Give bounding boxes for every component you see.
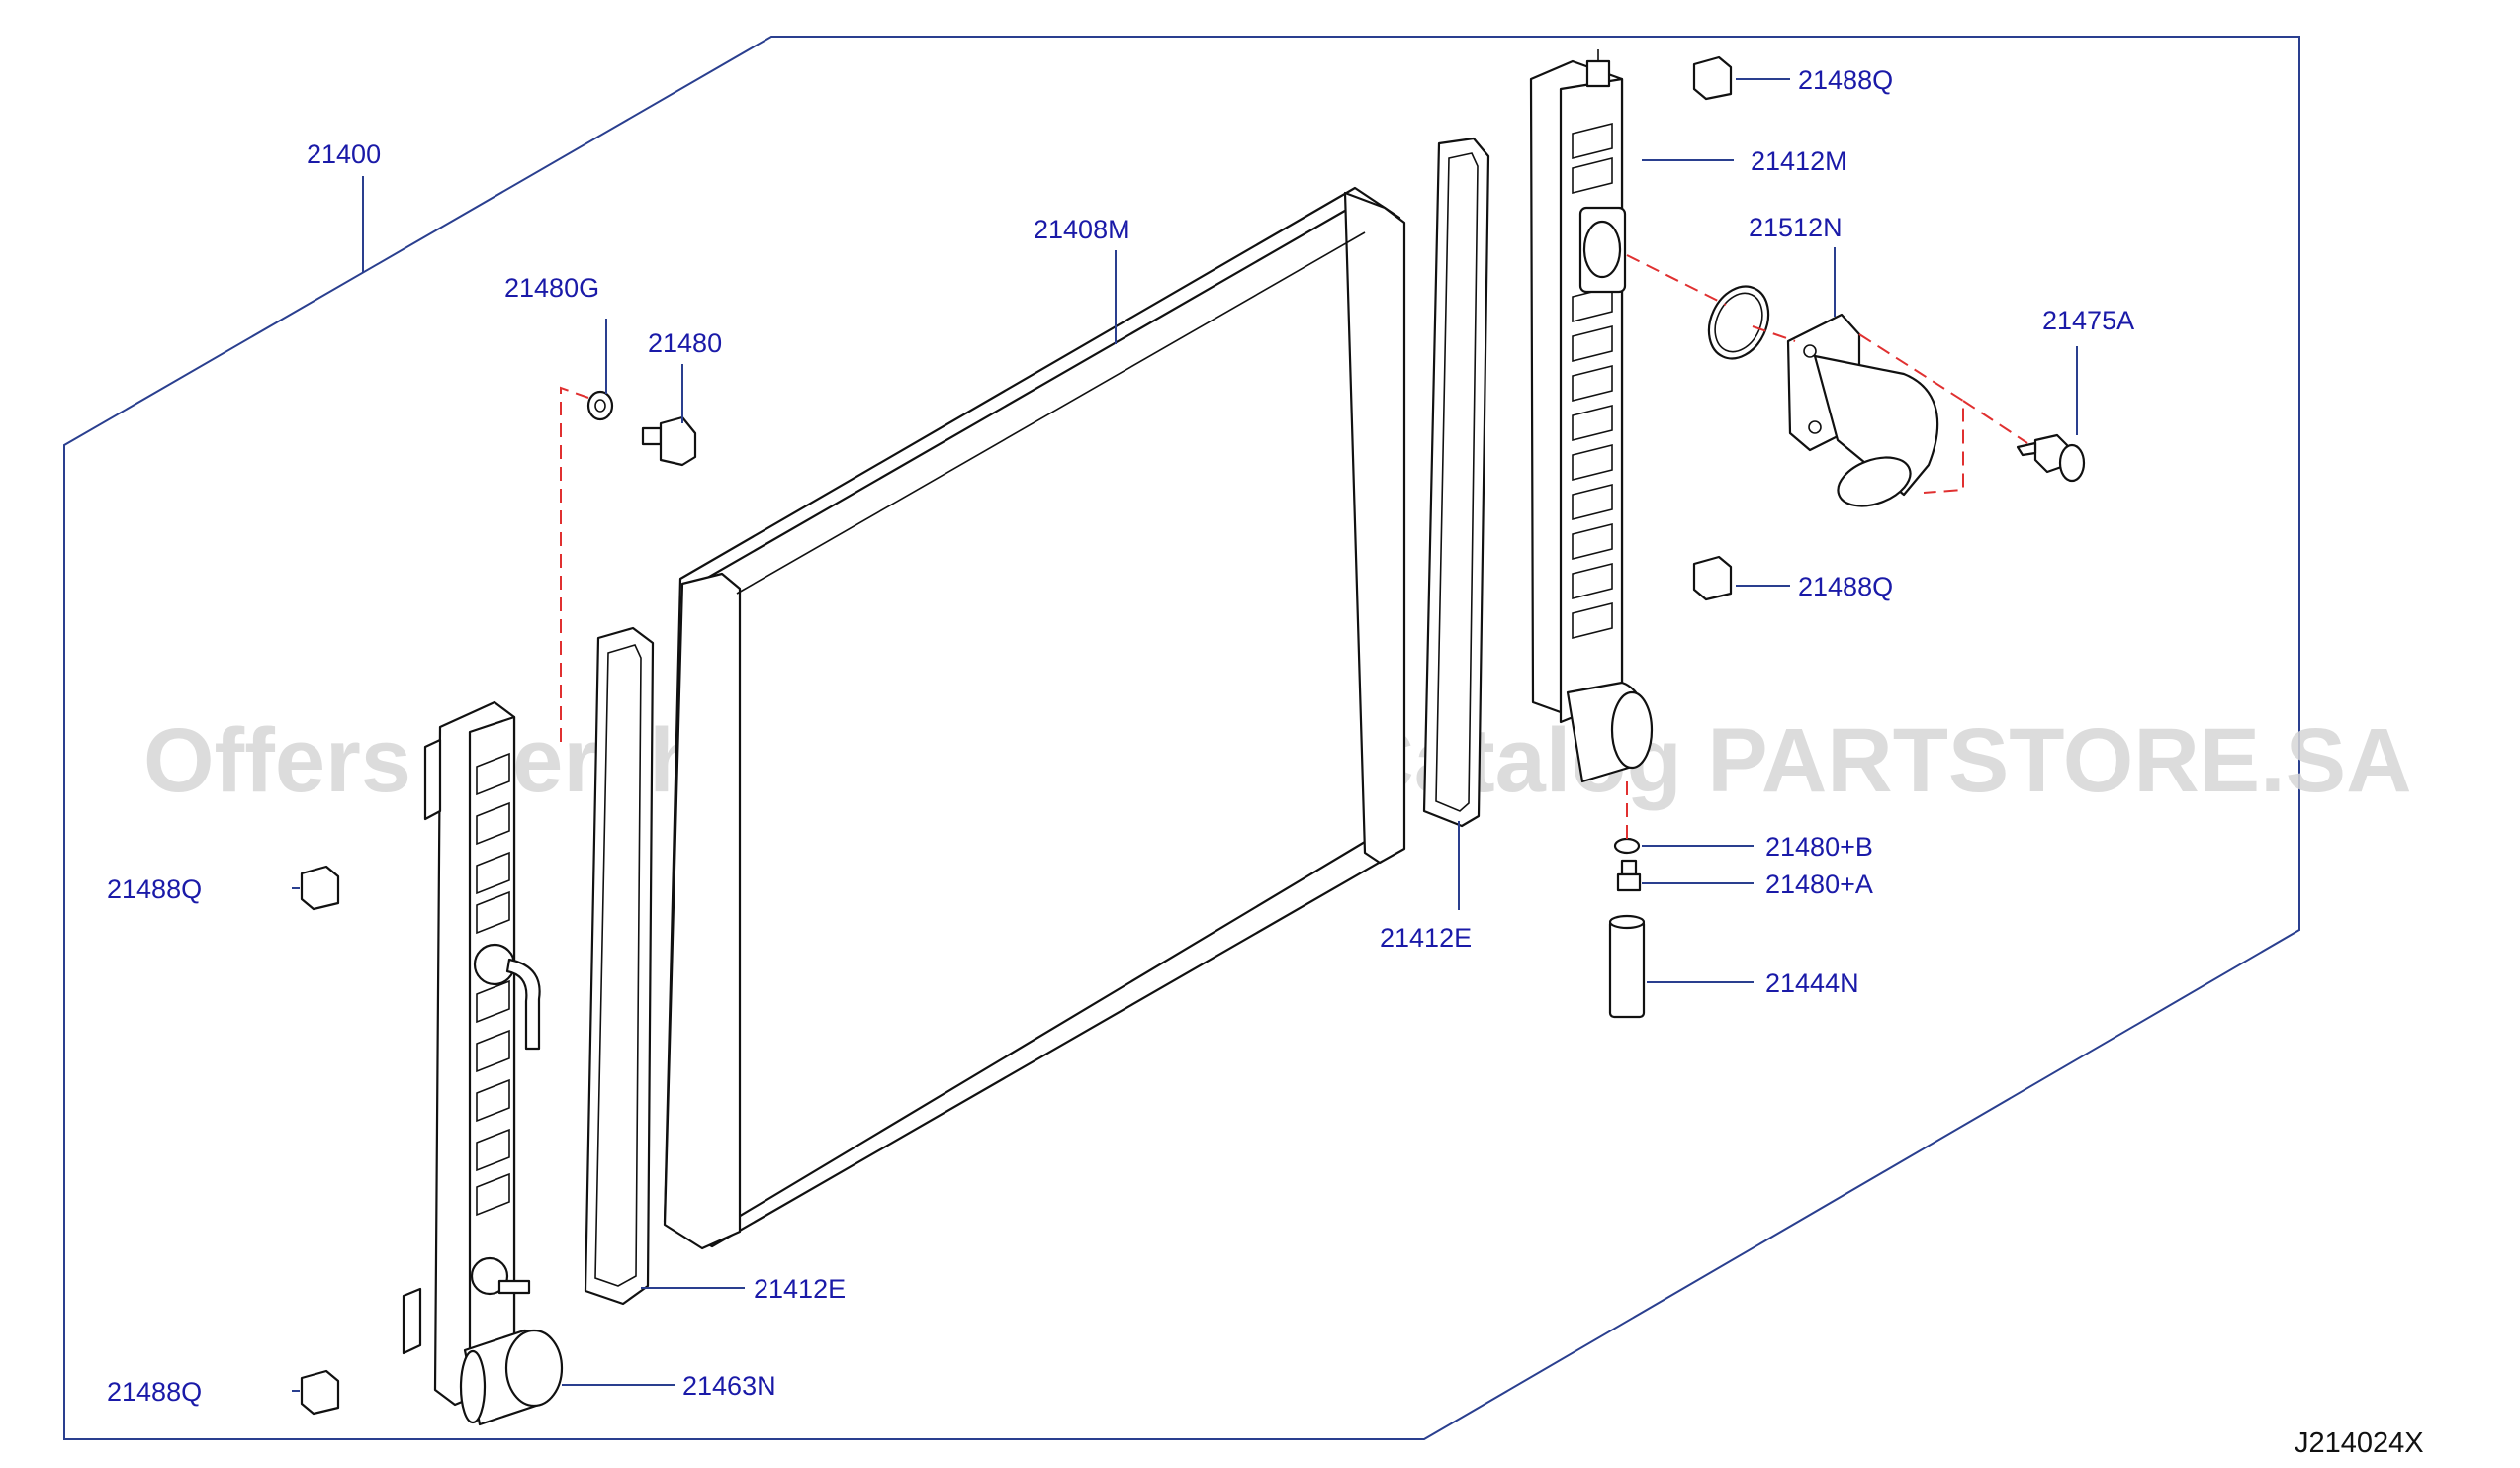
left-seal-part xyxy=(584,626,655,1306)
radiator-cap-part xyxy=(459,1329,564,1426)
plug-a-part xyxy=(1616,859,1642,892)
label-21480[interactable]: 21480 xyxy=(648,328,722,358)
hose-part xyxy=(1608,914,1646,1019)
clip-top-right-part xyxy=(1692,55,1733,101)
label-21488q-mid-right[interactable]: 21488Q xyxy=(1798,572,1893,601)
leader-lines xyxy=(292,78,2078,1392)
diagram-code: J214024X xyxy=(2295,1427,2424,1459)
radiator-core xyxy=(663,186,1406,1250)
assembly-frame xyxy=(63,36,2300,1440)
label-21400[interactable]: 21400 xyxy=(307,139,381,169)
label-21444n[interactable]: 21444N xyxy=(1765,968,1859,998)
label-21412m[interactable]: 21412M xyxy=(1751,146,1847,176)
label-21512n[interactable]: 21512N xyxy=(1749,213,1843,242)
right-seal-part xyxy=(1422,137,1490,828)
label-21480-a[interactable]: 21480+A xyxy=(1765,870,1873,899)
label-21475a[interactable]: 21475A xyxy=(2042,306,2134,335)
o-ring-part xyxy=(1707,285,1770,360)
left-tank xyxy=(402,700,541,1407)
right-tank xyxy=(1529,49,1654,783)
label-21488q-top-right[interactable]: 21488Q xyxy=(1798,65,1893,95)
assembly-guide-lines xyxy=(560,254,2028,841)
label-21412e-left[interactable]: 21412E xyxy=(754,1274,846,1304)
label-21488q-left-upper[interactable]: 21488Q xyxy=(107,874,202,904)
clip-mid-right-part xyxy=(1692,555,1733,601)
drain-cock-part xyxy=(641,415,697,467)
label-21412e-right[interactable]: 21412E xyxy=(1380,923,1472,953)
clip-left-upper-part xyxy=(300,865,340,911)
label-21463n[interactable]: 21463N xyxy=(682,1371,776,1401)
label-21480g[interactable]: 21480G xyxy=(504,273,599,303)
bolt-part xyxy=(2016,433,2086,483)
water-inlet-part xyxy=(1786,313,1939,507)
label-21480-b[interactable]: 21480+B xyxy=(1765,832,1873,862)
washer-b-part xyxy=(1613,837,1641,855)
label-21408m[interactable]: 21408M xyxy=(1034,215,1130,244)
washer-g-part xyxy=(586,390,614,421)
clip-left-lower-part xyxy=(300,1369,340,1416)
label-21488q-left-lower[interactable]: 21488Q xyxy=(107,1377,202,1407)
